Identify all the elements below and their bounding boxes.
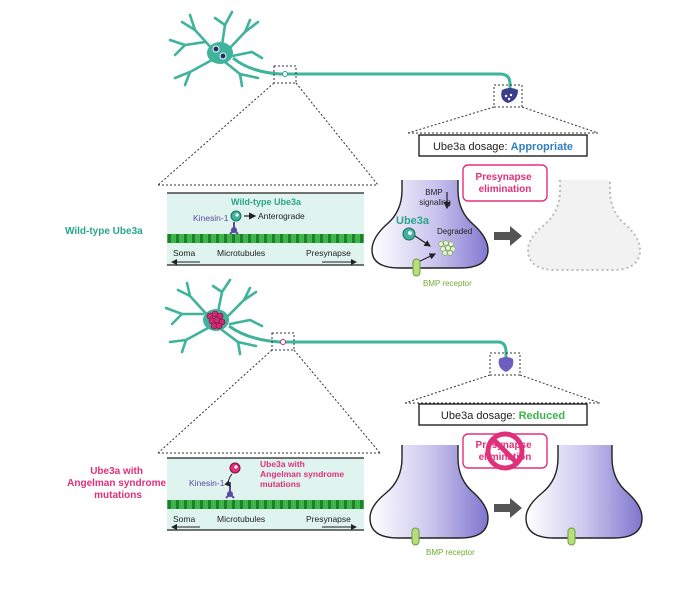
svg-text:Ube3a dosage: Reduced: Ube3a dosage: Reduced bbox=[441, 410, 565, 422]
bottom-presynaptic-terminal: BMP receptor bbox=[369, 445, 489, 557]
top-elimination-badge: Presynapse elimination bbox=[462, 164, 548, 202]
bottom-terminal-zoom-box bbox=[489, 352, 521, 376]
bottom-bmp-receptor-label: BMP receptor bbox=[426, 548, 475, 557]
bottom-axon-box: Kinesin-1 Ube3a with Angelman syndrome m… bbox=[167, 457, 364, 531]
top-neuron bbox=[157, 10, 599, 186]
bottom-transition-arrow bbox=[494, 498, 522, 518]
top-presynapse-label: Presynapse bbox=[306, 248, 351, 258]
bottom-microtubule bbox=[167, 500, 364, 509]
bottom-dosage-prefix: Ube3a dosage: bbox=[441, 410, 519, 422]
bottom-ube3a-accumulation bbox=[206, 310, 226, 330]
top-bmp-signaling-label: BMP signaling bbox=[419, 188, 451, 207]
blocked-icon bbox=[485, 431, 525, 471]
top-terminal bbox=[501, 88, 518, 103]
top-microtubule bbox=[167, 234, 364, 243]
top-axon-box-title: Wild-type Ube3a bbox=[231, 197, 302, 207]
bottom-dosage-value: Reduced bbox=[519, 410, 565, 422]
bottom-soma-label: Soma bbox=[173, 514, 195, 524]
bottom-mutant-label: Ube3a with Angelman syndrome mutations bbox=[260, 459, 346, 489]
bottom-dendrites bbox=[164, 278, 264, 356]
top-bmp-receptor-label: BMP receptor bbox=[423, 279, 472, 288]
bottom-axon bbox=[228, 324, 508, 358]
svg-text:Presynapse elimination: Presynapse elimination bbox=[476, 172, 535, 195]
top-presynaptic-terminal: BMP signaling Ube3a Degraded BMP recepto… bbox=[371, 180, 489, 288]
top-axon bbox=[232, 56, 512, 90]
bottom-retained-terminal bbox=[525, 445, 643, 546]
bottom-presynapse-label: Presynapse bbox=[306, 514, 351, 524]
bottom-elimination-badge: Presynapse elimination bbox=[462, 431, 548, 471]
top-dosage-value: Appropriate bbox=[511, 141, 573, 153]
top-transition-arrow bbox=[494, 226, 522, 246]
top-soma bbox=[207, 42, 233, 64]
top-degraded-fragments bbox=[438, 240, 456, 256]
top-degraded-label: Degraded bbox=[437, 227, 472, 236]
top-terminal-zoom-box bbox=[493, 84, 523, 108]
top-bmp-receptor bbox=[412, 258, 421, 277]
top-microtubules-label: Microtubules bbox=[217, 248, 265, 258]
bottom-kinesin-label: Kinesin-1 bbox=[189, 478, 225, 488]
top-axon-zoom-box bbox=[273, 65, 297, 84]
top-axon-box: Wild-type Ube3a Kinesin-1 Anterograde Mi… bbox=[167, 192, 364, 266]
top-anterograde-label: Anterograde bbox=[258, 211, 305, 221]
bottom-terminal bbox=[498, 357, 514, 372]
top-eliminated-terminal bbox=[526, 180, 642, 271]
top-dosage-prefix: Ube3a dosage: bbox=[433, 141, 511, 153]
top-dosage-box: Ube3a dosage: Appropriate bbox=[418, 134, 588, 157]
bottom-row-label: Ube3a with Angelman syndrome mutations bbox=[67, 466, 169, 501]
top-ube3a-label: Ube3a bbox=[396, 215, 430, 227]
bottom-retained-bmp-receptor bbox=[567, 527, 576, 546]
bottom-microtubules-label: Microtubules bbox=[217, 514, 265, 524]
svg-text:Presynapse elimination: Presynapse elimination bbox=[476, 440, 535, 463]
svg-text:Ube3a dosage: Appropriate: Ube3a dosage: Appropriate bbox=[433, 141, 573, 153]
top-soma-label: Soma bbox=[173, 248, 195, 258]
bottom-bmp-receptor bbox=[411, 527, 420, 546]
top-row-label: Wild-type Ube3a bbox=[65, 226, 143, 237]
bottom-neuron bbox=[157, 278, 601, 454]
bottom-axon-zoom-box bbox=[271, 332, 295, 351]
top-dendrites bbox=[168, 10, 264, 88]
top-kinesin-label: Kinesin-1 bbox=[193, 213, 229, 223]
bottom-dosage-box: Ube3a dosage: Reduced bbox=[418, 403, 588, 426]
